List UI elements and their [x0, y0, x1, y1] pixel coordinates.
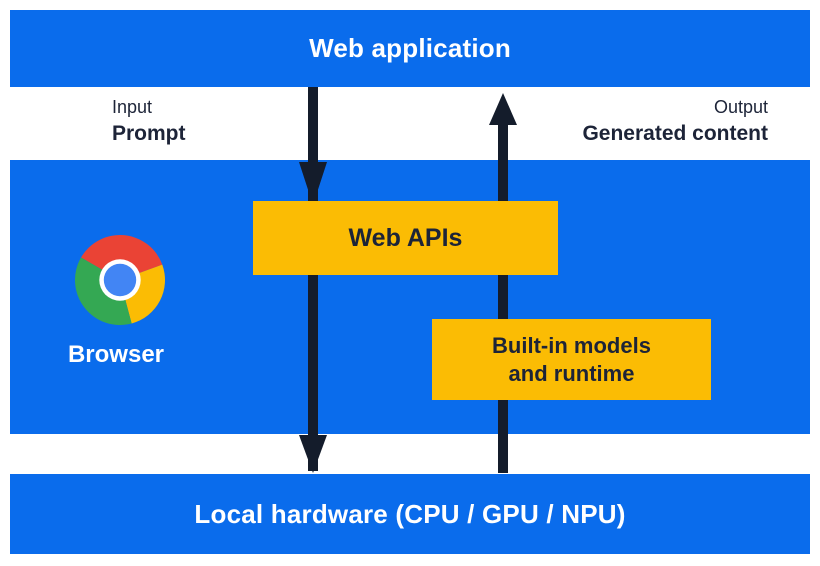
chrome-logo-icon — [75, 235, 165, 325]
local-hardware-band: Local hardware (CPU / GPU / NPU) — [10, 474, 810, 554]
local-hardware-label: Local hardware (CPU / GPU / NPU) — [194, 498, 626, 529]
web-application-label: Web application — [309, 33, 511, 63]
web-apis-box: Web APIs — [253, 201, 558, 275]
output-label-group: Output Generated content — [582, 96, 768, 145]
builtin-models-box: Built-in models and runtime — [432, 319, 711, 400]
input-label-group: Input Prompt — [112, 96, 186, 145]
input-value: Prompt — [112, 122, 186, 145]
input-caption: Input — [112, 97, 153, 117]
web-application-band: Web application — [10, 10, 810, 87]
output-value: Generated content — [582, 122, 768, 145]
output-caption: Output — [713, 97, 768, 117]
browser-label: Browser — [67, 341, 165, 368]
builtin-models-label-line2: and runtime — [508, 360, 635, 386]
builtin-models-label-line1: Built-in models — [492, 332, 651, 358]
web-apis-label: Web APIs — [348, 223, 463, 252]
